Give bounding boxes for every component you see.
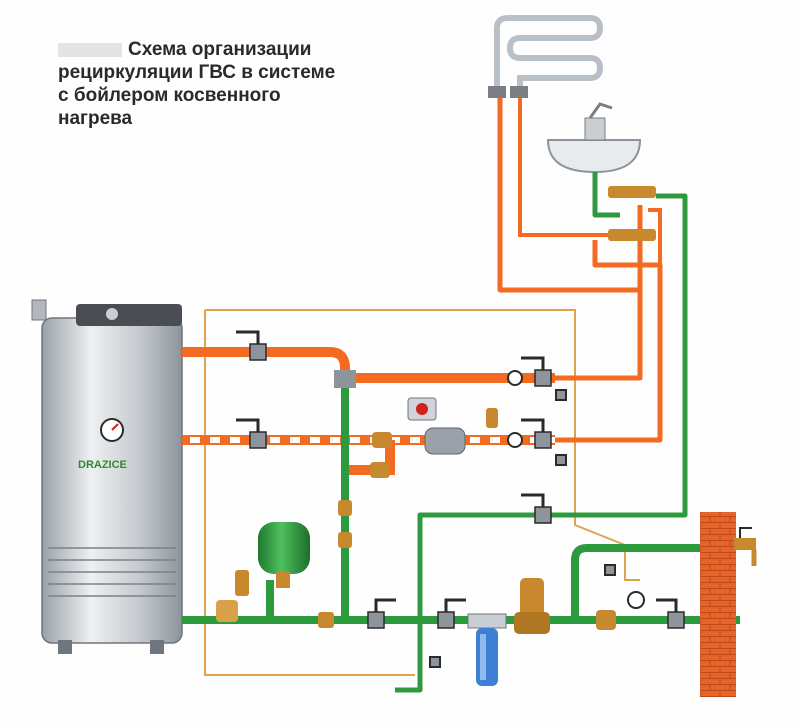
thermometer-icon: [100, 418, 124, 442]
cold-water-riser: [395, 172, 688, 693]
figure-number-marker: [58, 42, 122, 57]
ball-valve-icon: [236, 330, 685, 629]
safety-valve-icon-boiler: [486, 408, 498, 428]
safety-valve-icon: [216, 570, 249, 622]
check-valve-icon: [318, 432, 616, 630]
hot-main-tee: [334, 370, 356, 388]
hot-water-main: [182, 347, 555, 383]
towel-warmer-valves: [488, 86, 528, 98]
boiler-brand-logo: DRAZICE: [78, 459, 127, 471]
pressure-reducer-icon: [514, 578, 550, 634]
towel-warmer-icon: [494, 15, 604, 93]
recirculation-line: [182, 435, 555, 475]
cold-water-main: [182, 378, 740, 624]
expansion-tank-icon: [258, 522, 310, 588]
title-line-4: нагрева: [58, 108, 133, 129]
filter-icon: [467, 613, 507, 686]
faucet-icon: [734, 527, 757, 566]
sink-hot-branch: [518, 90, 662, 265]
gauge-icon: [507, 370, 645, 609]
pump-icon: [407, 397, 466, 455]
sink-icon: [546, 102, 642, 174]
title-line-1: Схема организации: [128, 39, 312, 60]
title-line-2: рециркуляции ГВС в системе: [58, 62, 336, 83]
title-line-3: с бойлером косвенного: [58, 85, 281, 106]
control-line: [204, 309, 640, 676]
indirect-boiler: [31, 299, 183, 654]
brick-wall: [700, 512, 736, 697]
drain-tap-icon: [429, 389, 616, 668]
boiler-coil-lines: [48, 547, 176, 597]
diagram-title: Схема организации рециркуляции ГВС в сис…: [58, 38, 388, 130]
sink-manifold-hot: [608, 186, 656, 241]
